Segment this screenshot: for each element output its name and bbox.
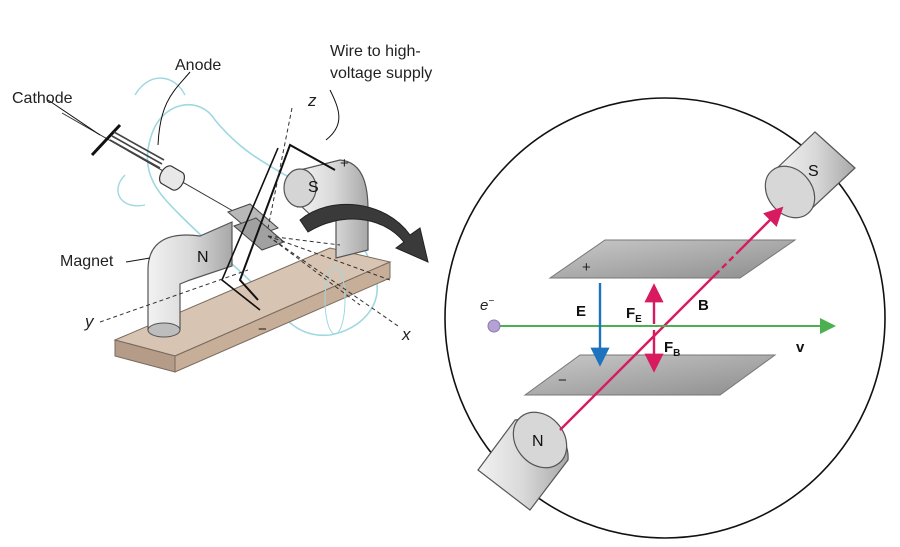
z-axis-label: z xyxy=(307,91,317,110)
anode-label: Anode xyxy=(175,57,221,74)
glass-tube-neck xyxy=(117,77,186,207)
electron xyxy=(487,319,501,333)
apparatus: N S + − z y x xyxy=(12,43,432,373)
magnet-label: Magnet xyxy=(60,253,114,270)
inset-magnified-view: S + − N B v e− E FE FB xyxy=(444,97,886,539)
cathode-filament xyxy=(109,131,165,169)
magnet-south-label: S xyxy=(308,179,319,196)
b-field-arrow xyxy=(737,206,784,253)
glass-tube-outline xyxy=(146,104,378,337)
e-field-label: E xyxy=(576,303,586,320)
z-axis-line xyxy=(267,107,293,229)
wire-label-line2: voltage supply xyxy=(330,65,432,82)
force-electric-label: FE xyxy=(626,305,642,325)
anode-cylinder xyxy=(158,165,186,191)
y-axis-line xyxy=(99,269,249,323)
inset-bottom-plate-sign: − xyxy=(558,372,567,389)
x-axis-label: x xyxy=(401,325,411,344)
cathode-label: Cathode xyxy=(12,90,73,107)
magnet-south-face xyxy=(283,168,317,208)
inset-top-plate-sign: + xyxy=(582,259,591,276)
electron-label: e− xyxy=(480,296,494,314)
inset-north-face xyxy=(512,411,568,469)
force-magnetic-label: FB xyxy=(664,339,680,359)
inset-bottom-plate xyxy=(523,354,777,396)
y-axis-label: y xyxy=(84,312,95,331)
inset-south-label: S xyxy=(808,163,819,180)
inset-top-plate xyxy=(548,239,797,279)
plate-minus-sign: − xyxy=(258,321,267,338)
inset-south-face xyxy=(764,165,816,219)
x-axis-line xyxy=(267,235,399,327)
cathode-axis-line xyxy=(61,112,241,216)
hv-wire-bottom xyxy=(221,147,279,311)
plate-plus-sign: + xyxy=(340,155,349,172)
inset-north-label: N xyxy=(532,433,544,450)
hv-wire-top xyxy=(238,143,336,301)
magnet-north-arm xyxy=(147,221,233,331)
cathode-plate xyxy=(90,123,122,157)
b-field-line xyxy=(559,274,716,431)
magnet-north-base-cap xyxy=(147,322,181,338)
b-field-label: B xyxy=(698,297,709,314)
zoom-arrow xyxy=(299,203,429,263)
velocity-label: v xyxy=(796,339,805,356)
b-field-dashed xyxy=(714,251,739,276)
beam-spread-lines xyxy=(267,235,391,335)
wire-label-leader xyxy=(325,89,340,141)
magnet-base-front xyxy=(174,261,391,373)
magnet-label-leader xyxy=(125,257,151,263)
magnet-north-label: N xyxy=(197,249,209,266)
cathode-label-leader xyxy=(47,99,101,136)
wire-label-line1: Wire to high- xyxy=(330,43,421,60)
anode-label-leader xyxy=(157,71,191,146)
